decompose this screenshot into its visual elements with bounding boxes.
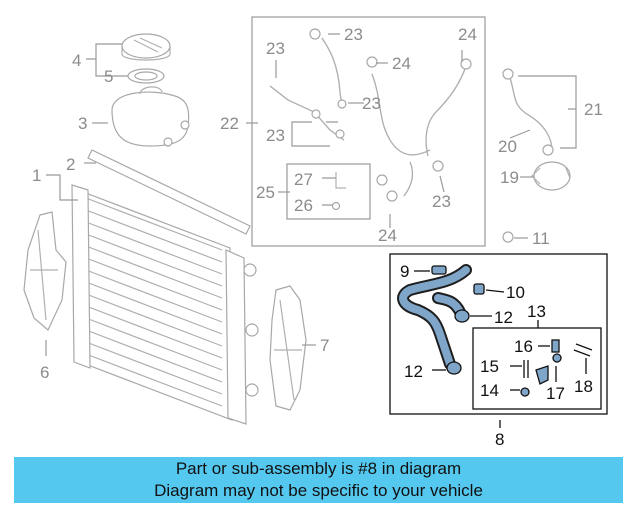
clamp-11	[502, 231, 514, 243]
hose-kit-group-box	[251, 16, 486, 247]
auxiliary-water-pump	[531, 161, 571, 191]
expansion-tank	[111, 86, 190, 147]
info-banner: Part or sub-assembly is #8 in diagram Di…	[14, 457, 623, 503]
leader-lines-highlighted	[414, 270, 587, 428]
seal-strip	[87, 149, 251, 235]
water-pump-hose	[502, 68, 554, 156]
callout-8: 8	[495, 430, 504, 449]
callout-23-mid: 23	[362, 94, 381, 113]
coolant-pipe-assembly	[397, 264, 485, 375]
callout-12-upper: 12	[494, 308, 513, 327]
callout-10: 10	[506, 283, 525, 302]
callout-23-left: 23	[266, 39, 285, 58]
callout-24-mid: 24	[392, 54, 411, 73]
callout-9: 9	[400, 262, 409, 281]
radiator	[71, 184, 259, 425]
callout-7: 7	[320, 336, 329, 355]
callout-2: 2	[66, 155, 75, 174]
callout-1: 1	[32, 166, 41, 185]
sub-group-13-box	[472, 327, 602, 410]
callout-18: 18	[574, 377, 593, 396]
callout-6: 6	[40, 363, 49, 382]
callout-13: 13	[527, 302, 546, 321]
callout-16: 16	[514, 337, 533, 356]
callout-26: 26	[294, 196, 313, 215]
callout-23-lower: 23	[266, 126, 285, 145]
callout-23-top: 23	[344, 25, 363, 44]
air-deflector-left	[23, 211, 67, 331]
callout-3: 3	[78, 114, 87, 133]
cap-gasket	[127, 68, 165, 84]
callout-25: 25	[256, 183, 275, 202]
parts-diagram: 1 2 3 4 5 6 7 8 9 10 11 12 12 13 14 15 1…	[23, 16, 608, 449]
callout-14: 14	[480, 381, 499, 400]
callout-12-lower: 12	[404, 362, 423, 381]
banner-line-part-info: Part or sub-assembly is #8 in diagram	[175, 459, 462, 478]
air-deflector-right	[269, 285, 307, 411]
callout-17: 17	[546, 384, 565, 403]
callout-21: 21	[584, 100, 603, 119]
callout-labels: 1 2 3 4 5 6 7 8 9 10 11 12 12 13 14 15 1…	[32, 25, 603, 449]
callout-19: 19	[500, 168, 519, 187]
reservoir-cap	[121, 33, 171, 61]
callout-5: 5	[104, 67, 113, 86]
callout-27: 27	[294, 170, 313, 189]
callout-4: 4	[72, 51, 81, 70]
callout-11: 11	[532, 229, 550, 248]
coolant-hoses-group	[269, 28, 472, 202]
leader-lines	[45, 33, 577, 356]
callout-23-right: 23	[432, 192, 451, 211]
sub-group-13-parts	[520, 339, 593, 397]
callout-24-top: 24	[458, 25, 477, 44]
callout-15: 15	[480, 357, 499, 376]
sub-group-25-parts	[331, 172, 346, 211]
callout-22: 22	[220, 114, 239, 133]
banner-line-disclaimer: Diagram may not be specific to your vehi…	[154, 481, 483, 500]
assembly-8-box	[389, 253, 608, 415]
callout-20: 20	[498, 137, 517, 156]
callout-24-bottom: 24	[378, 226, 397, 245]
